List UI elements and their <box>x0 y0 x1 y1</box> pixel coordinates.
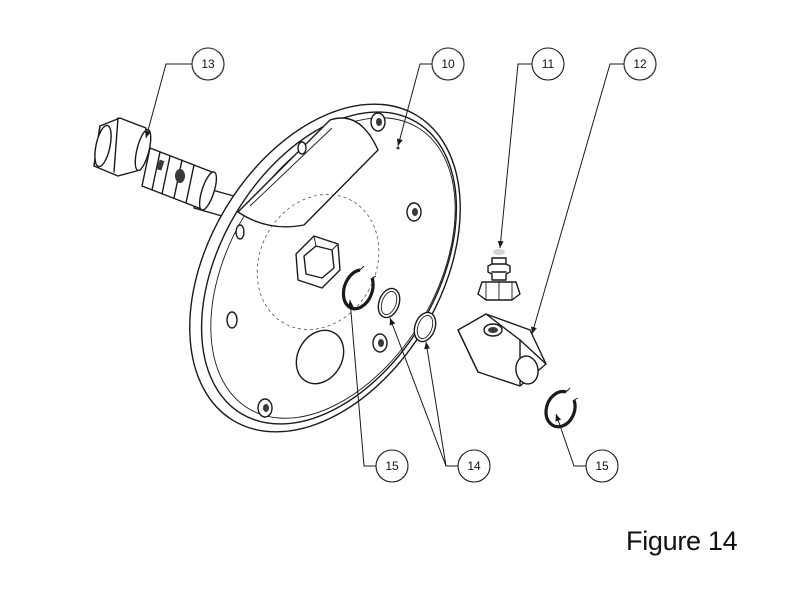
svg-text:12: 12 <box>633 57 647 71</box>
shaft-assembly-part-13 <box>93 117 249 223</box>
leader-lines <box>144 63 624 467</box>
svg-text:15: 15 <box>595 459 609 473</box>
fitting-part-11 <box>477 249 521 301</box>
figure-caption: Figure 14 <box>626 526 738 556</box>
svg-text:15: 15 <box>385 459 399 473</box>
svg-text:10: 10 <box>441 57 455 71</box>
snap-ring-part-15-right <box>544 387 579 429</box>
callout-15-right: 15 <box>585 449 619 483</box>
callout-10: 10 <box>431 47 465 81</box>
callout-13: 13 <box>191 47 225 81</box>
hex-block-part-12 <box>457 313 547 387</box>
callout-14: 14 <box>457 449 491 483</box>
svg-text:13: 13 <box>201 57 215 71</box>
callout-11: 11 <box>531 47 565 81</box>
o-rings-part-14 <box>377 287 437 343</box>
callout-15-left: 15 <box>375 449 409 483</box>
svg-text:14: 14 <box>467 459 481 473</box>
callout-12: 12 <box>623 47 657 81</box>
plate-part-10 <box>189 103 461 433</box>
svg-text:11: 11 <box>542 57 555 71</box>
